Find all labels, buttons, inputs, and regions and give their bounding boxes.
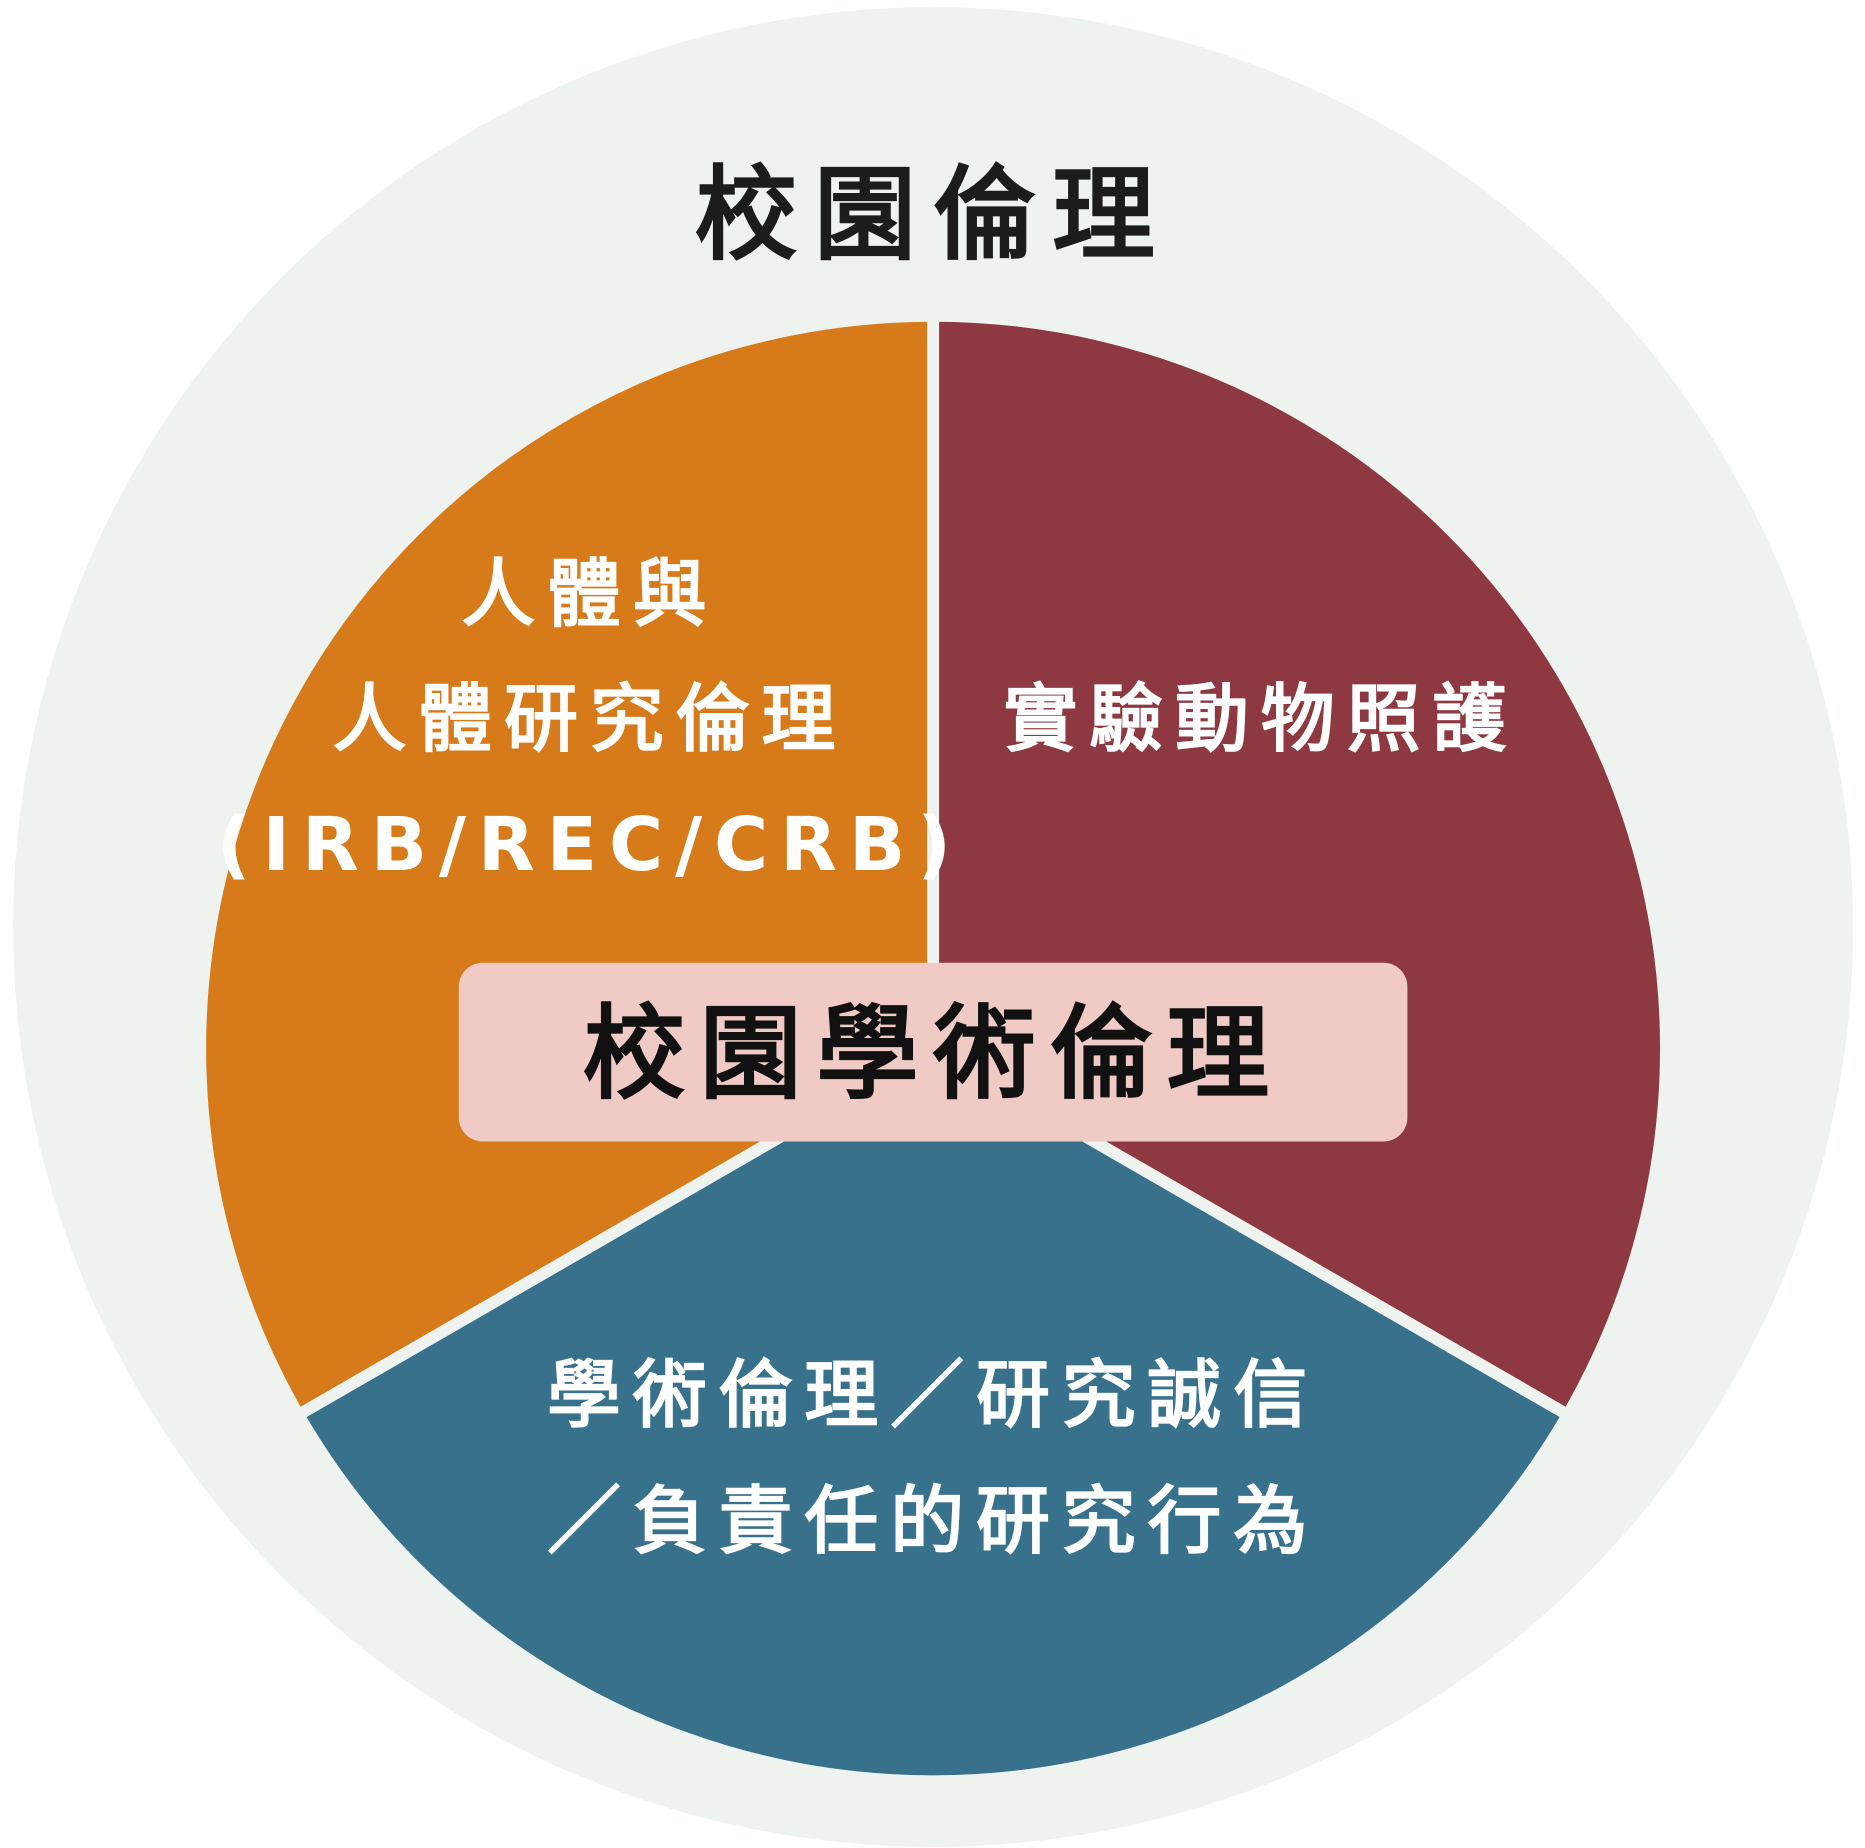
center-label: 校園學術倫理 [583, 995, 1284, 1114]
segment-integrity-line-1: 學術倫理／研究誠信 [547, 1352, 1319, 1438]
slice-research-integrity [290, 1041, 1576, 1788]
center-label-box [458, 962, 1408, 1142]
segment-human-line-2: 人體研究倫理 [333, 677, 848, 763]
segment-animal-line-1: 實驗動物照護 [1003, 677, 1518, 763]
segment-human-line-1: 人體與 [461, 552, 718, 638]
segment-integrity-line-2: ／負責任的研究行為 [547, 1479, 1319, 1565]
segment-human-line-3: (IRB/REC/CRB) [217, 802, 963, 888]
diagram-title: 校園倫理 [695, 156, 1172, 275]
